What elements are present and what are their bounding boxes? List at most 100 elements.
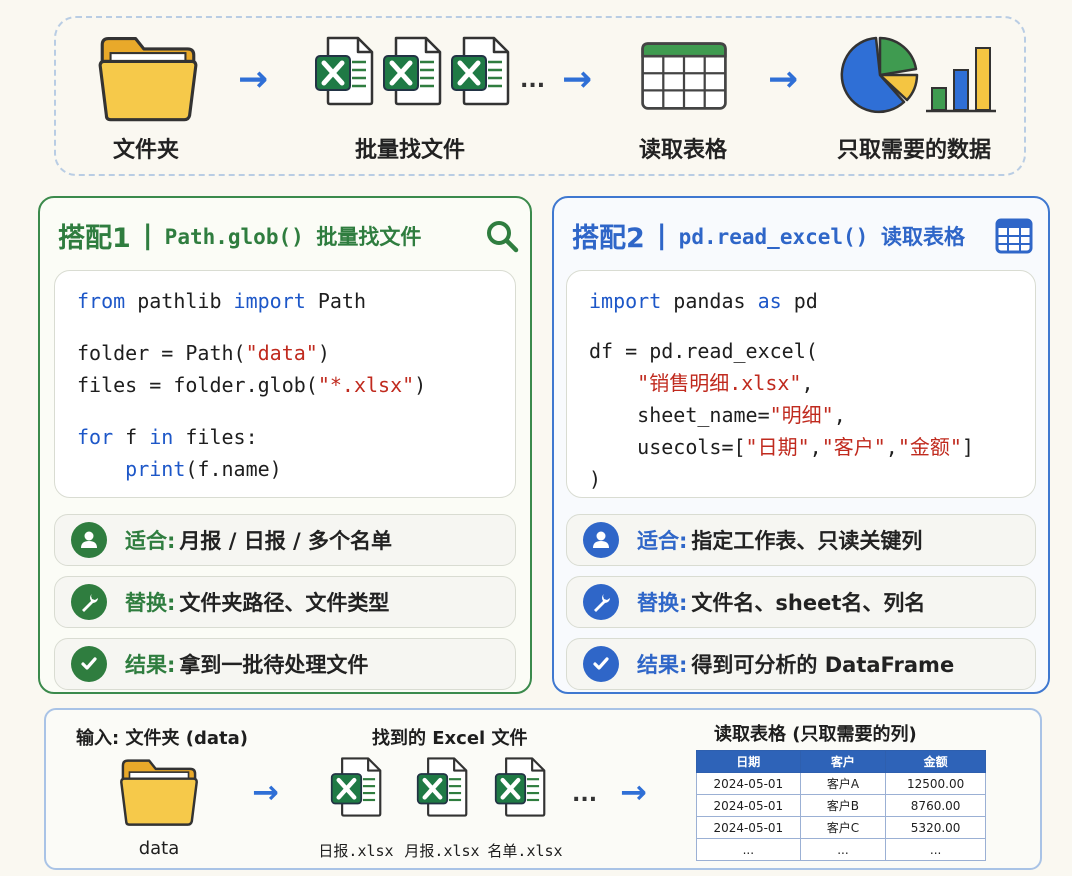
row-key: 适合: <box>637 529 688 553</box>
table-header-customer: 客户 <box>799 750 887 773</box>
card2-subtitle: pd.read_excel() 读取表格 <box>678 224 965 249</box>
arrow-right-icon: → <box>252 773 279 811</box>
folder-icon <box>118 754 200 828</box>
code-token: import <box>589 289 662 313</box>
table-cell: 客户B <box>799 794 887 817</box>
excel-file-icon <box>382 36 442 106</box>
table-row: 2024-05-01 客户A 12500.00 <box>696 772 986 795</box>
table-header-amount: 金额 <box>885 750 986 773</box>
table-cell: 2024-05-01 <box>696 816 801 839</box>
table-cell: ... <box>799 838 887 861</box>
row-key: 替换: <box>637 591 688 615</box>
table-label: 读取表格 (只取需要的列) <box>714 724 917 745</box>
input-label: 输入: 文件夹 (data) <box>76 728 248 749</box>
row-key: 结果: <box>637 653 688 677</box>
card2-separator: | <box>656 220 667 251</box>
arrow-right-icon: → <box>768 59 799 100</box>
files-ellipsis: ... <box>572 782 598 807</box>
card2-badge: 搭配2 <box>572 223 645 254</box>
table-cell: 2024-05-01 <box>696 794 801 817</box>
table-grid-icon <box>638 40 730 112</box>
card2-row-replace: 替换: 文件名、sheet名、列名 <box>566 576 1036 628</box>
code-token: as <box>757 289 782 313</box>
card1-header: 搭配1 | Path.glob() 批量找文件 <box>58 216 421 255</box>
excel-file-icon <box>314 36 374 106</box>
excel-file-icon <box>494 756 546 818</box>
flow-step-read: 读取表格 <box>638 138 727 163</box>
table-cell: 12500.00 <box>885 772 986 795</box>
table-header-date: 日期 <box>696 750 801 773</box>
code-token: ) <box>589 467 602 491</box>
code-token: Path <box>305 289 367 313</box>
excel-file-icon <box>450 36 510 106</box>
code-token: ) <box>414 373 427 397</box>
code-token: folder = Path( <box>77 341 246 365</box>
table-cell: ... <box>885 838 986 861</box>
code-token: from <box>77 289 126 313</box>
card2-code-block: import pandas as pd df = pd.read_excel( … <box>566 270 1036 498</box>
table-cell: 8760.00 <box>885 794 986 817</box>
code-token <box>589 371 637 395</box>
code-token: , <box>833 403 846 427</box>
top-flow-panel <box>54 16 1026 176</box>
code-token: df = pd.read_excel( <box>589 339 818 363</box>
row-key: 替换: <box>125 591 176 615</box>
arrow-right-icon: → <box>620 773 647 811</box>
table-cell: 5320.00 <box>885 816 986 839</box>
code-token: "日期" <box>745 435 810 459</box>
row-value: 拿到一批待处理文件 <box>179 653 369 677</box>
code-token: "销售明细.xlsx" <box>637 371 802 395</box>
code-token: pandas <box>661 289 758 313</box>
file-name: 月报.xlsx <box>404 842 480 860</box>
row-key: 适合: <box>125 529 176 553</box>
code-token: (f.name) <box>185 457 282 481</box>
row-key: 结果: <box>125 653 176 677</box>
user-icon <box>583 522 619 558</box>
table-cell: 2024-05-01 <box>696 772 801 795</box>
card1-code-block: from pathlib import Path folder = Path("… <box>54 270 516 498</box>
card1-subtitle: Path.glob() 批量找文件 <box>164 224 422 249</box>
code-token: for <box>77 425 114 449</box>
code-token: , <box>809 435 822 459</box>
table-row: 2024-05-01 客户B 8760.00 <box>696 794 986 817</box>
card1-row-result: 结果: 拿到一批待处理文件 <box>54 638 516 690</box>
card2-row-suitable: 适合: 指定工作表、只读关键列 <box>566 514 1036 566</box>
code-token: usecols=[ <box>589 435 746 459</box>
flow-step-folder: 文件夹 <box>112 138 179 163</box>
search-icon <box>487 221 519 253</box>
row-value: 文件名、sheet名、列名 <box>691 591 926 615</box>
card1-badge: 搭配1 <box>58 223 131 254</box>
code-token: "金额" <box>897 435 962 459</box>
code-token: , <box>885 435 898 459</box>
code-token: ] <box>961 435 974 459</box>
table-icon <box>995 218 1033 254</box>
card2-header: 搭配2 | pd.read_excel() 读取表格 <box>572 216 965 255</box>
code-token <box>77 457 125 481</box>
card1-row-replace: 替换: 文件夹路径、文件类型 <box>54 576 516 628</box>
card1-row-suitable: 适合: 月报 / 日报 / 多个名单 <box>54 514 516 566</box>
check-icon <box>71 646 107 682</box>
table-cell: ... <box>696 838 801 861</box>
table-row: ... ... ... <box>696 838 986 861</box>
code-token: files = folder.glob( <box>77 373 318 397</box>
code-token: "*.xlsx" <box>317 373 415 397</box>
card2-row-result: 结果: 得到可分析的 DataFrame <box>566 638 1036 690</box>
code-token: in <box>149 425 174 449</box>
found-files-label: 找到的 Excel 文件 <box>372 728 528 749</box>
chart-icon <box>840 36 996 114</box>
code-token: pd <box>781 289 818 313</box>
code-token: pathlib <box>125 289 234 313</box>
table-cell: 客户C <box>799 816 887 839</box>
code-token: f <box>113 425 150 449</box>
table-cell: 客户A <box>799 772 887 795</box>
check-icon <box>583 646 619 682</box>
file-name: 日报.xlsx <box>318 842 394 860</box>
flow-step-extract: 只取需要的数据 <box>836 138 991 163</box>
excel-file-icon <box>416 756 468 818</box>
table-header-row: 日期 客户 金额 <box>696 750 986 773</box>
code-token: "客户" <box>821 435 886 459</box>
arrow-right-icon: → <box>562 59 593 100</box>
row-value: 文件夹路径、文件类型 <box>179 591 390 615</box>
row-value: 得到可分析的 DataFrame <box>691 653 955 677</box>
code-token: "data" <box>245 341 318 365</box>
